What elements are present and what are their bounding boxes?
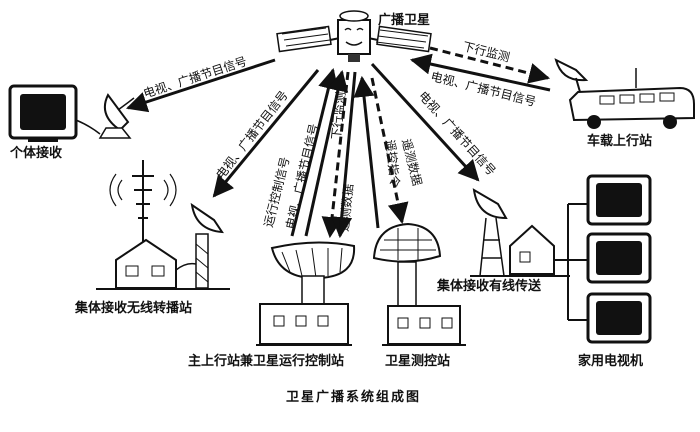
label-mobile-downlink-monitor: 下行监测 [461,39,511,64]
arrow-mobile-downlink-monitor [429,46,551,84]
home-tv-label: 家用电视机 [578,353,643,369]
arrow-main-downlink-monitor [321,71,350,239]
ttc-station-label: 卫星测控站 [385,353,450,369]
label-main-program: 电视、广播节目信号 [282,122,321,231]
relay-dish-icon [175,202,224,289]
individual-label: 个体接收 [9,145,63,161]
arrow-to-cable [370,62,480,182]
cable-wiring [554,203,588,321]
home-tv-icon [586,232,652,284]
mobile-uplink-label: 车载上行站 [587,133,652,149]
satellite-label: 广播卫星 [378,12,430,28]
satellite-icon [276,10,432,62]
cable-station-label: 集体接收有线传送 [436,278,542,294]
cable-dish-icon [472,188,508,277]
arrow-ttc-remote-command [353,75,380,229]
ttc-building-icon [382,305,466,346]
label-ttc-remote-command: 遥控指令 [383,139,403,188]
home-tv-icon [586,292,652,344]
individual-dish-icon [75,93,135,139]
label-main-telemetry: 遥测数据 [336,183,356,232]
arrow-main-telemetry [331,71,357,239]
label-to-cable: 电视、广播节目信号 [416,88,499,178]
label-ttc-telemetry: 遥测数据 [399,137,425,187]
label-to-individual: 电视、广播节目信号 [141,53,248,101]
label-main-downlink-monitor: 下行监测 [329,91,348,140]
arrow-ttc-telemetry [370,77,409,225]
relay-station-label: 集体接收无线转播站 [74,300,192,316]
home-tv-icon [586,174,652,226]
arrow-to-individual [126,58,276,113]
main-uplink-dish-icon [270,241,356,305]
relay-tower-icon [109,160,177,248]
main-uplink-building-icon [256,303,352,346]
arrow-to-relay [212,69,320,198]
diagram-title: 卫星广播系统组成图 [286,389,421,405]
mobile-uplink-truck-icon [554,58,695,129]
main-uplink-label: 主上行站兼卫星运行控制站 [188,353,344,369]
arrow-main-program [304,69,349,237]
arrow-mobile-uplink-program [409,53,551,92]
individual-tv-icon [8,84,78,142]
relay-building-icon [96,238,230,290]
ttc-dish-icon [372,222,442,307]
arrow-main-control [290,67,339,237]
